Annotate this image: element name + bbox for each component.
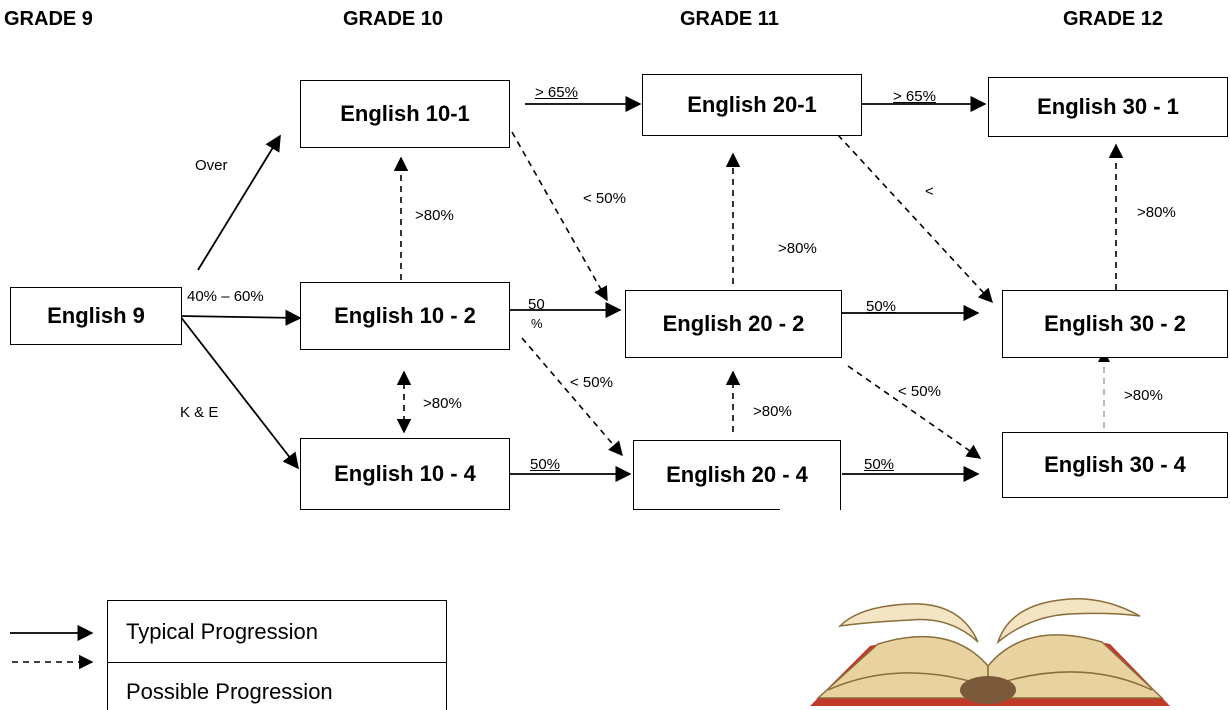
arrow-e9-to-e10-1: [197, 134, 281, 271]
course-english-10-1: English 10-1: [300, 80, 510, 148]
label-gt80-e20-4-up: >80%: [753, 403, 792, 420]
arrow-e9-to-e10-4: [179, 315, 299, 470]
label-lt50-e20-2: < 50%: [898, 383, 941, 400]
label-k-and-e: K & E: [180, 404, 219, 421]
course-english-10-2: English 10 - 2: [300, 282, 510, 350]
course-english-30-1: English 30 - 1: [988, 77, 1228, 137]
label-over: Over: [195, 157, 228, 174]
label-gt80-e10-2-up: >80%: [415, 207, 454, 224]
label-lt-partial: <: [925, 183, 934, 200]
dashed-e10-1-to-e20-2: [511, 131, 608, 302]
label-50-e20-2-e30-2: 50%: [866, 298, 897, 315]
label-50-e10-4-e20-4: 50%: [530, 456, 561, 473]
grade-11-heading: GRADE 11: [680, 8, 779, 30]
label-lt50-e10-2: < 50%: [570, 374, 613, 391]
legend-typical-label: Typical Progression: [126, 619, 318, 644]
legend-possible-label: Possible Progression: [126, 679, 333, 704]
course-english-9: English 9: [10, 287, 182, 345]
label-50-split-top: 50: [528, 296, 545, 313]
dashed-e20-2-to-e30-4: [847, 365, 982, 459]
box-edge-mask: [780, 508, 840, 512]
dashed-e10-2-to-e20-4: [521, 337, 623, 457]
label-50-e20-4-e30-4: 50%: [864, 456, 895, 473]
course-english-30-2: English 30 - 2: [1002, 290, 1228, 358]
label-lt50-e10-1: < 50%: [583, 190, 626, 207]
label-gt80-e20-2-up: >80%: [778, 240, 817, 257]
course-english-10-4: English 10 - 4: [300, 438, 510, 510]
course-english-20-2: English 20 - 2: [625, 290, 842, 358]
grade-10-heading: GRADE 10: [343, 8, 444, 30]
label-gt65-20-30: > 65%: [893, 88, 936, 105]
label-gt80-e30-4-up: >80%: [1124, 387, 1163, 404]
course-english-30-4: English 30 - 4: [1002, 432, 1228, 498]
open-book-icon: [810, 597, 1170, 706]
arrow-e9-to-e10-2: [179, 309, 302, 326]
course-english-20-1: English 20-1: [642, 74, 862, 136]
course-english-20-4: English 20 - 4: [633, 440, 841, 510]
label-gt80-e30-2-up: >80%: [1137, 204, 1176, 221]
grade-12-heading: GRADE 12: [1063, 8, 1164, 30]
label-40-60: 40% – 60%: [187, 288, 264, 305]
label-gt80-e10-4: >80%: [423, 395, 462, 412]
label-50-split-bottom: %: [531, 316, 543, 331]
legend: Typical Progression Possible Progression: [107, 600, 447, 710]
grade-9-heading: GRADE 9: [4, 8, 93, 30]
legend-divider: [108, 662, 446, 663]
label-gt65-10-20: > 65%: [535, 84, 578, 101]
dashed-e20-1-to-e30-2: [837, 134, 993, 304]
